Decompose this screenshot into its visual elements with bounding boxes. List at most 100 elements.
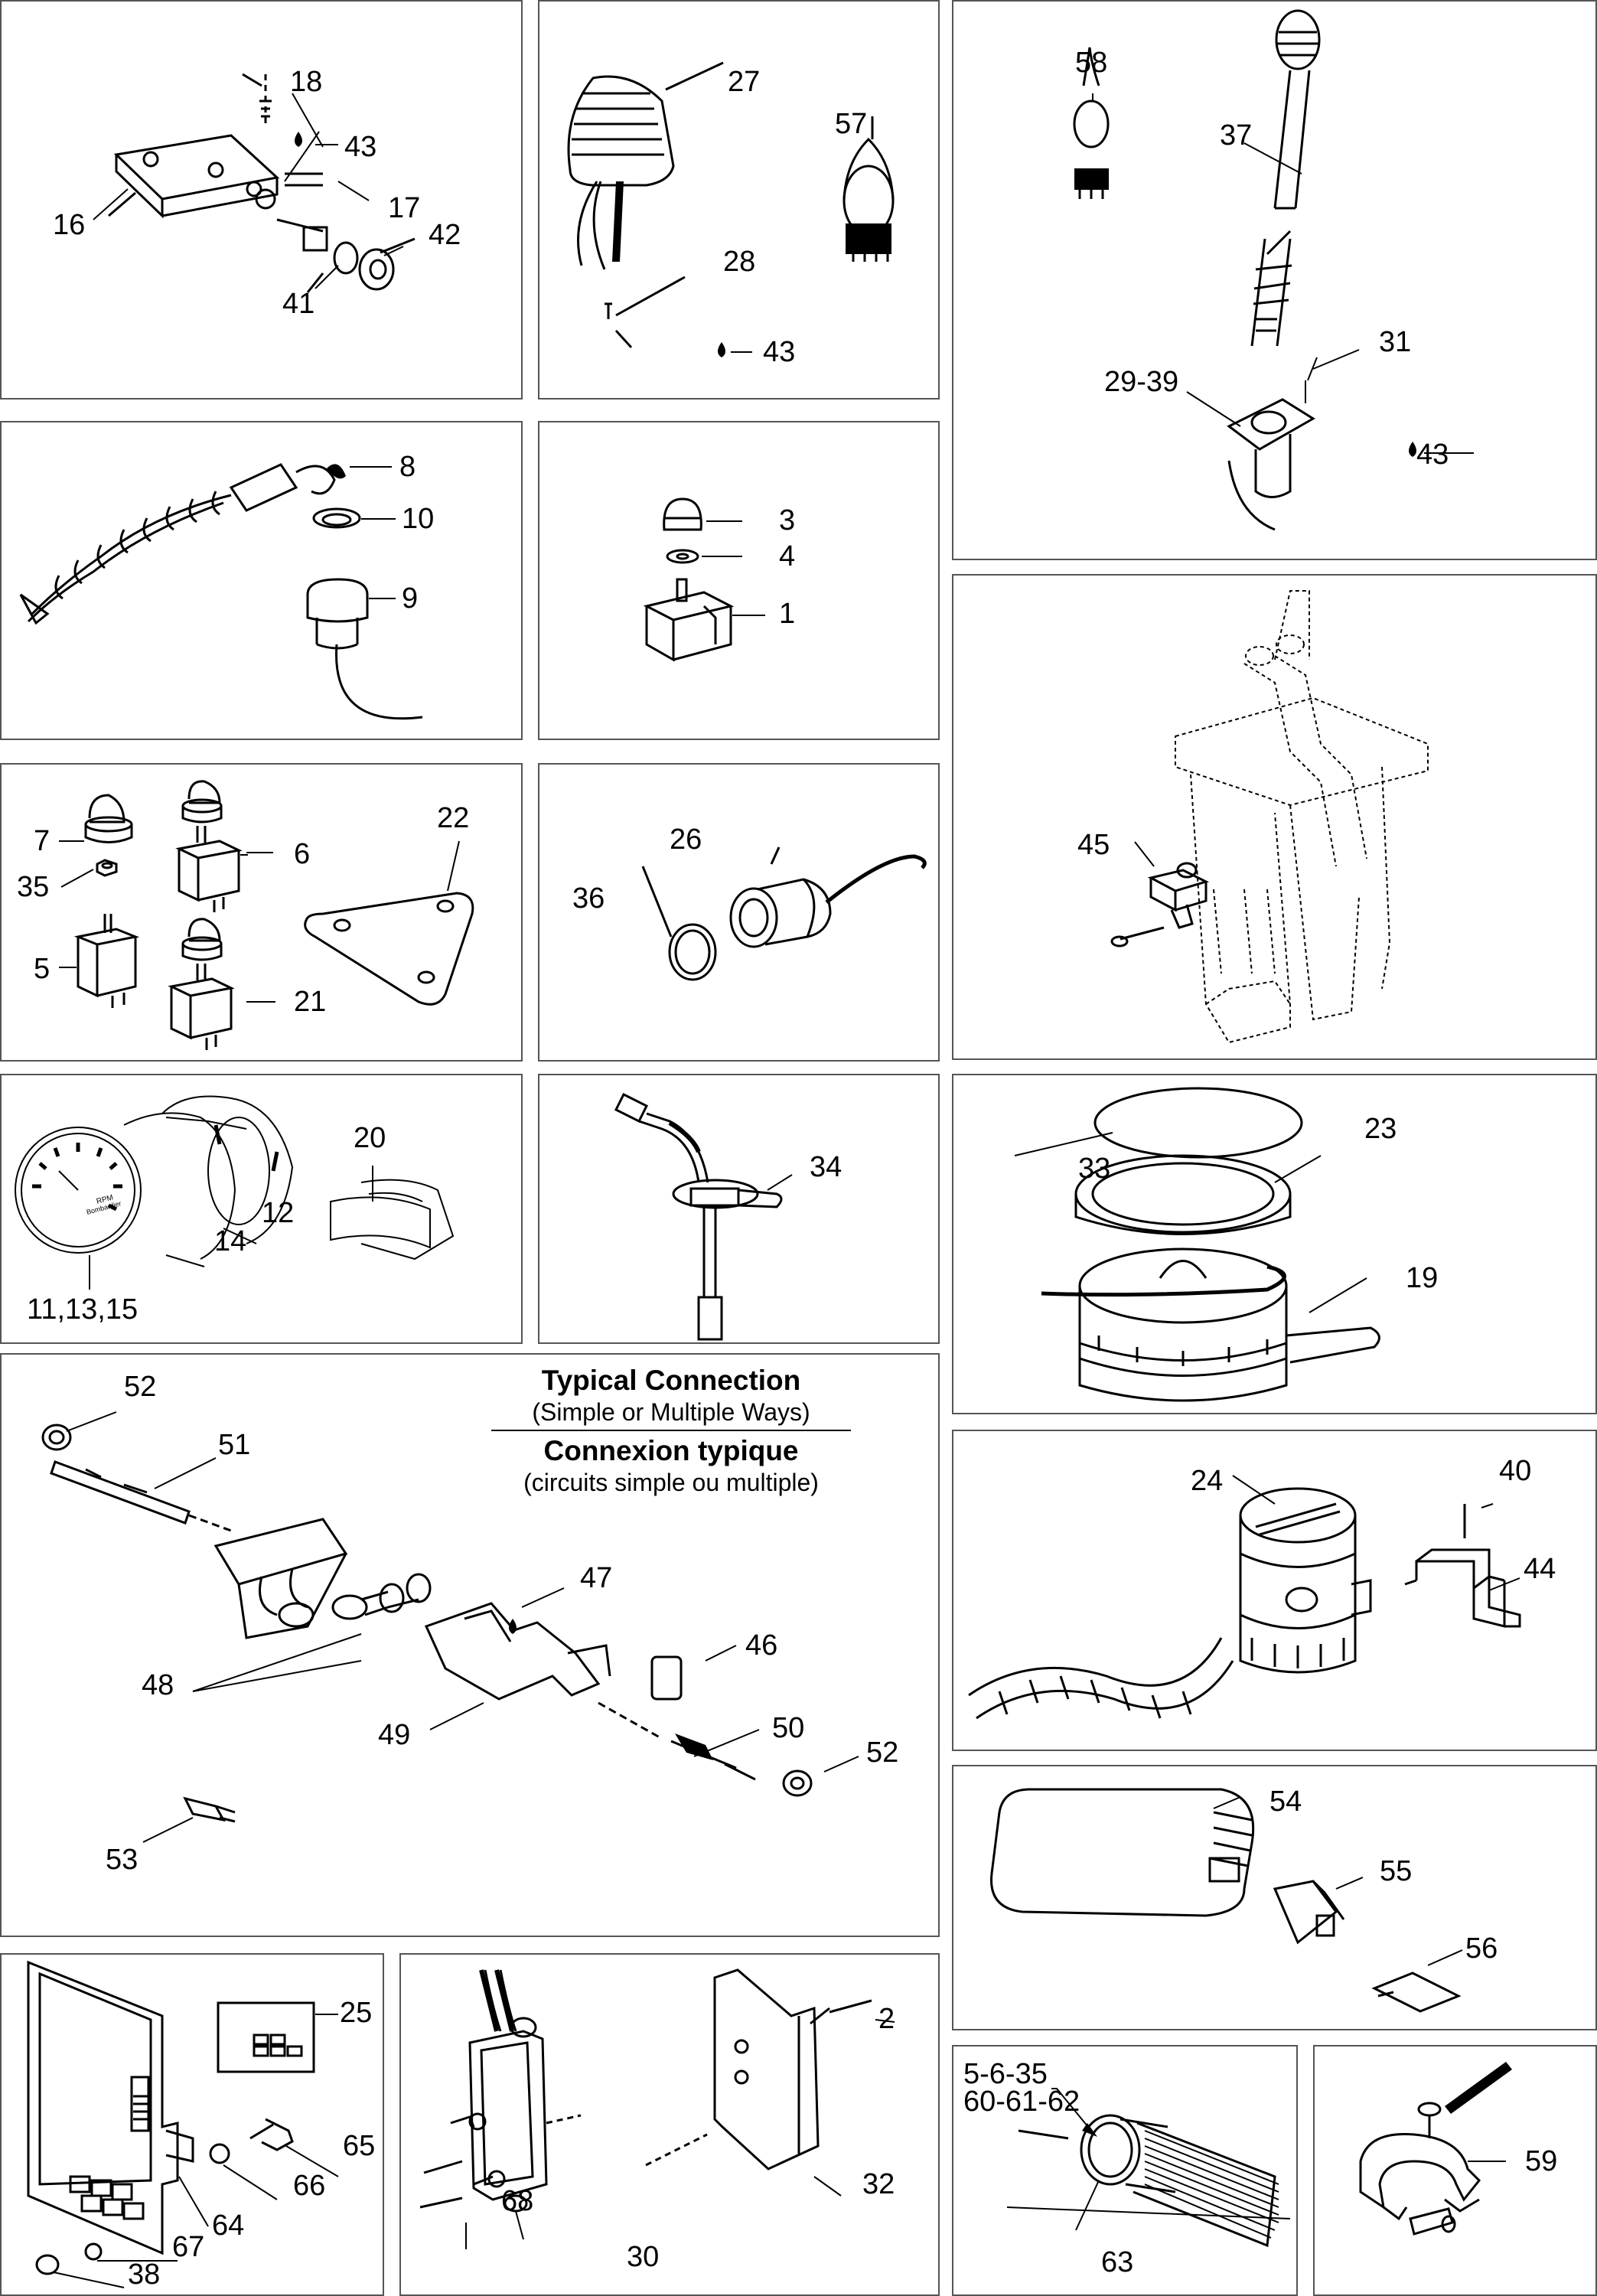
panel-throttle-control: 45 xyxy=(952,574,1597,1060)
callout-38: 38 xyxy=(128,2258,161,2291)
panel-fuse-holder: 54 55 56 xyxy=(952,1765,1597,2030)
callout-28: 28 xyxy=(723,246,756,278)
callout-65: 65 xyxy=(343,2130,376,2162)
callout-4: 4 xyxy=(779,540,796,572)
callout-25: 25 xyxy=(340,1997,373,2029)
callout-51: 51 xyxy=(218,1429,251,1461)
callout-43: 43 xyxy=(763,336,796,368)
callout-52-b: 52 xyxy=(866,1737,899,1769)
callout-14: 14 xyxy=(214,1225,247,1257)
callout-5: 5 xyxy=(34,953,51,985)
callout-36: 36 xyxy=(572,882,605,915)
callout-68: 68 xyxy=(501,2185,534,2217)
callout-50: 50 xyxy=(772,1712,805,1744)
callout-8: 8 xyxy=(399,451,416,483)
panel-bilge-pump-bracket: 40 24 44 xyxy=(952,1430,1597,1751)
callout-3: 3 xyxy=(779,504,796,536)
callout-41: 41 xyxy=(282,288,315,320)
electronic-module-illustration xyxy=(27,1960,339,2288)
callout-19: 19 xyxy=(1406,1262,1439,1294)
callout-22: 22 xyxy=(437,802,470,834)
callout-20: 20 xyxy=(354,1122,386,1154)
callout-66: 66 xyxy=(293,2170,326,2202)
anchor-light-illustration xyxy=(1073,9,1474,531)
safety-lanyard-illustration xyxy=(19,463,423,720)
callout-33: 33 xyxy=(1078,1153,1111,1185)
callout-58: 58 xyxy=(1075,47,1108,79)
callout-31: 31 xyxy=(1379,326,1412,358)
callout-23: 23 xyxy=(1364,1113,1397,1145)
callout-55: 55 xyxy=(1380,1855,1413,1887)
callout-45: 45 xyxy=(1077,829,1110,861)
callout-47: 47 xyxy=(580,1562,613,1594)
connector-exploded-illustration xyxy=(41,1411,859,1843)
callout-54: 54 xyxy=(1269,1786,1302,1818)
callout-12: 12 xyxy=(262,1197,295,1229)
callout-5-6-35: 5-6-35 xyxy=(963,2058,1048,2090)
title-divider xyxy=(491,1430,851,1431)
callout-43: 43 xyxy=(344,131,377,163)
callout-49: 49 xyxy=(378,1719,411,1751)
callout-60-61-62: 60-61-62 xyxy=(963,2086,1080,2118)
pump-bracket-illustration xyxy=(968,1475,1521,1720)
callout-11-13-15: 11,13,15 xyxy=(27,1293,139,1326)
panel-fuel-sender: 34 xyxy=(538,1074,940,1344)
callout-59: 59 xyxy=(1525,2145,1558,2177)
fuse-holder-illustration xyxy=(990,1788,1463,2013)
callout-27: 27 xyxy=(728,66,761,98)
callout-48: 48 xyxy=(142,1669,174,1701)
throttle-control-illustration xyxy=(1110,590,1429,1044)
callout-6: 6 xyxy=(294,838,311,870)
clamp-illustration xyxy=(1359,2062,1512,2236)
push-switch-illustration xyxy=(643,497,765,662)
panel-anchor-light: 58 37 31 29-39 43 xyxy=(952,0,1597,560)
callout-18: 18 xyxy=(290,66,323,98)
callout-30: 30 xyxy=(627,2241,660,2273)
fuel-sender-illustration xyxy=(614,1092,793,1341)
title-fr: Connexion typique xyxy=(543,1435,799,1466)
panel-tachometer: RPM Bombardier 20 12 14 11,13,15 xyxy=(0,1074,523,1344)
callout-7: 7 xyxy=(34,825,51,857)
typical-connection-title: Typical Connection (Simple or Multiple W… xyxy=(491,1364,851,1497)
callout-63: 63 xyxy=(1101,2246,1134,2278)
panel-safety-lanyard: 8 10 9 xyxy=(0,421,523,740)
callout-52: 52 xyxy=(124,1371,157,1403)
callout-10: 10 xyxy=(402,503,435,535)
callout-9: 9 xyxy=(402,582,419,615)
callout-57: 57 xyxy=(835,108,868,140)
subtitle-en: (Simple or Multiple Ways) xyxy=(532,1398,810,1426)
navigation-light-illustration xyxy=(567,61,895,357)
panel-push-switch: 3 4 1 xyxy=(538,421,940,740)
subtitle-fr: (circuits simple ou multiple) xyxy=(523,1469,819,1496)
callout-2: 2 xyxy=(878,2003,895,2035)
callout-21: 21 xyxy=(294,986,327,1018)
panel-navigation-light: 27 57 28 43 xyxy=(538,0,940,400)
panel-toggle-switches: 22 7 6 35 5 21 xyxy=(0,763,523,1062)
callout-42: 42 xyxy=(429,219,461,251)
callout-34: 34 xyxy=(810,1151,842,1183)
bilge-pump-illustration xyxy=(1014,1087,1380,1402)
panel-switch-base: 18 43 17 16 42 41 xyxy=(0,0,523,400)
panel-electronic-module: 25 65 66 64 67 38 xyxy=(0,1953,384,2296)
callout-46: 46 xyxy=(745,1629,778,1662)
callout-24: 24 xyxy=(1191,1465,1224,1497)
title-en: Typical Connection xyxy=(541,1365,801,1396)
callout-43: 43 xyxy=(1416,439,1449,471)
callout-64: 64 xyxy=(212,2210,245,2242)
callout-17: 17 xyxy=(388,192,421,224)
switch-base-illustration xyxy=(93,73,416,293)
toggle-switches-illustration xyxy=(59,780,474,1050)
rectifier-bracket-illustration xyxy=(419,1968,895,2249)
panel-harness-connector: 5-6-35 60-61-62 63 xyxy=(952,2045,1298,2296)
callout-56: 56 xyxy=(1465,1932,1498,1965)
callout-1: 1 xyxy=(779,598,796,630)
callout-37: 37 xyxy=(1220,119,1253,152)
callout-67: 67 xyxy=(172,2231,205,2263)
callout-44: 44 xyxy=(1524,1553,1556,1585)
callout-35: 35 xyxy=(17,871,50,903)
panel-sensor-cable: 26 36 xyxy=(538,763,940,1062)
callout-16: 16 xyxy=(53,209,86,241)
panel-rectifier-bracket: 2 32 68 30 xyxy=(399,1953,940,2296)
panel-typical-connection: Typical Connection (Simple or Multiple W… xyxy=(0,1353,940,1937)
tachometer-illustration: RPM Bombardier xyxy=(15,1095,455,1290)
